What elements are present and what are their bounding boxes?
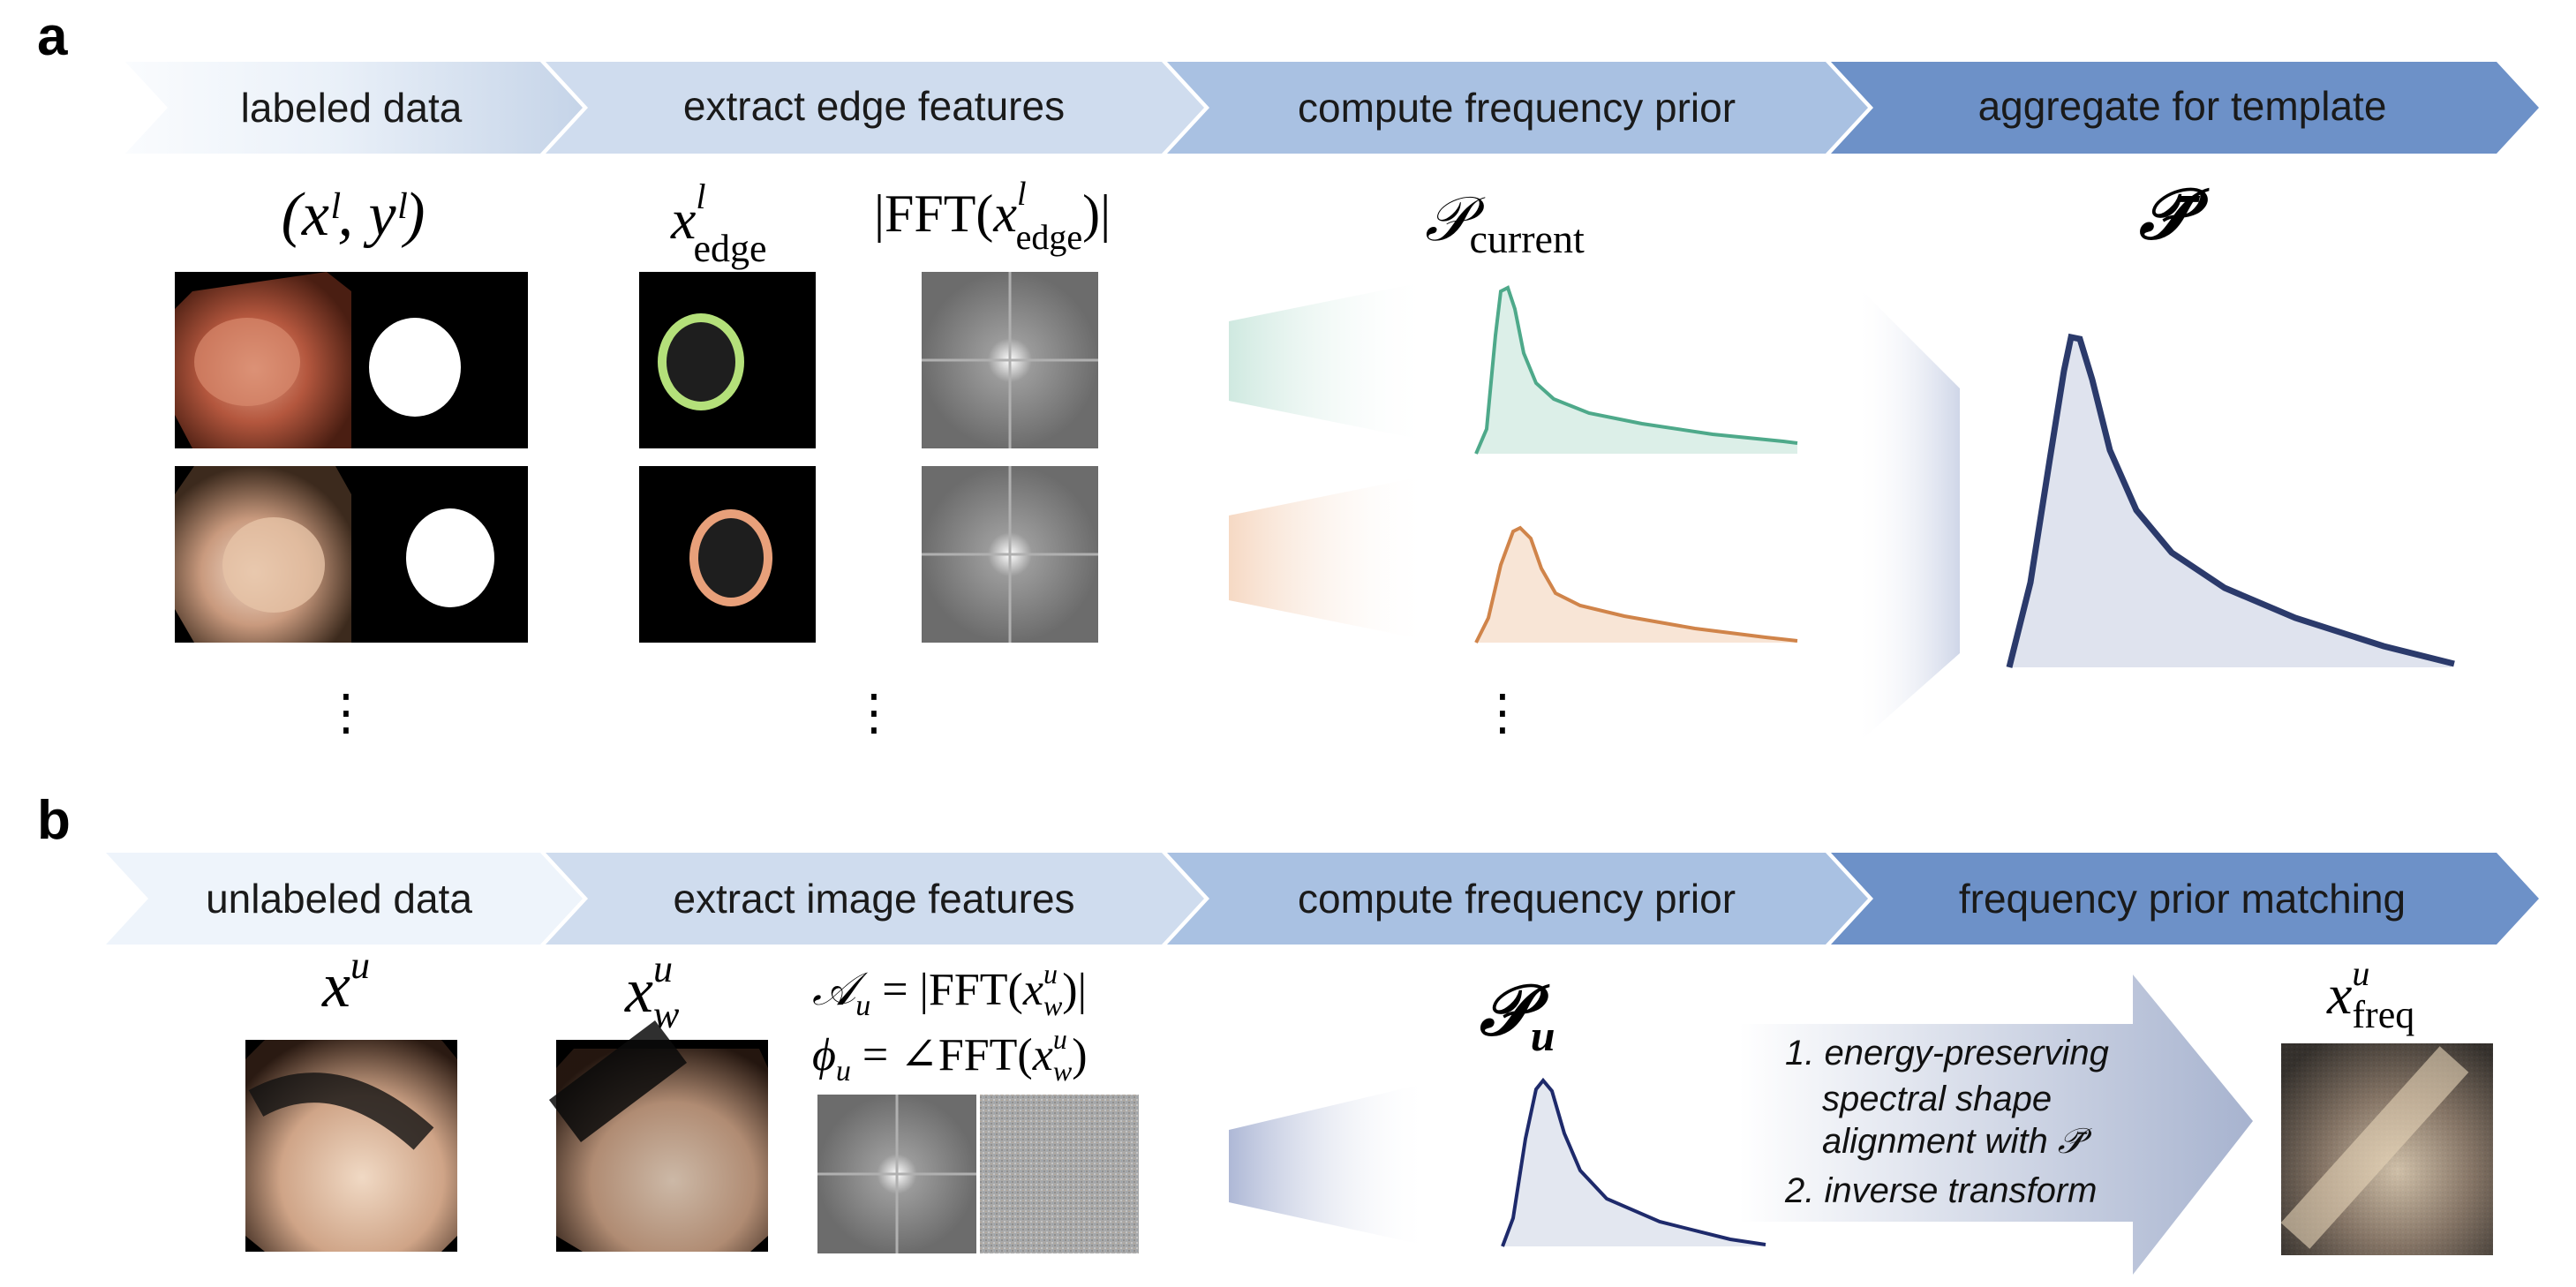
panel-b-step-band: unlabeled data extract image features co… — [106, 853, 2539, 945]
ellipsis-a-3: ⋮ — [1478, 684, 1527, 740]
beam-teal — [1229, 281, 1430, 441]
b-step-arrow-2 — [546, 853, 1204, 945]
step-label-compute-prior-a: compute frequency prior — [1298, 85, 1736, 131]
labeled-sample-2 — [175, 466, 528, 643]
current-prior-label: 𝒫current — [1425, 186, 1585, 261]
edge-feature-1 — [639, 272, 816, 448]
step-label-aggregate: aggregate for template — [1978, 83, 2387, 129]
step-arrow-3 — [1167, 62, 1868, 154]
mask-image-1 — [369, 318, 461, 417]
b-step-arrow-3 — [1167, 853, 1868, 945]
matching-arrow — [1739, 975, 2253, 1275]
matching-step-1: 1. energy-preserving — [1785, 1034, 2109, 1072]
matching-steps: 1. energy-preserving spectral shape alig… — [1784, 1034, 2109, 1210]
labeled-sample-1 — [175, 272, 528, 448]
prior-curve-teal — [1476, 288, 1797, 454]
frequency-matched-image — [2280, 1043, 2493, 1255]
beam-orange — [1229, 475, 1430, 641]
prior-curve-teal-line — [1474, 285, 1798, 455]
unlabeled-prior-curve — [1503, 1080, 1766, 1246]
unlabeled-prior-label: 𝒫u — [1480, 973, 1555, 1060]
prior-curve-orange-line — [1474, 525, 1798, 644]
panel-a-step-band: labeled data extract edge features compu… — [125, 62, 2539, 154]
unlabeled-prior-curve-line — [1501, 1077, 1766, 1247]
weak-augmented-image — [549, 1020, 768, 1252]
b-step-arrow-4 — [1831, 853, 2539, 945]
fft-spectrum-1 — [922, 272, 1098, 448]
aggregate-arrow — [1854, 282, 1960, 747]
ellipsis-a-1: ⋮ — [321, 684, 371, 740]
labeled-pair-label: (xˡ, yˡ) — [282, 181, 426, 249]
step-label-labeled-data: labeled data — [241, 85, 463, 131]
step-label-extract-image: extract image features — [673, 876, 1074, 922]
panel-a-letter: a — [37, 6, 68, 67]
b-step-arrow-1 — [106, 853, 583, 945]
unlabeled-x-label: xu — [321, 944, 370, 1020]
matching-step-2: 2. inverse transform — [1784, 1171, 2097, 1210]
step-label-matching: frequency prior matching — [1959, 876, 2406, 922]
unlabeled-image — [245, 1040, 457, 1252]
edge-feature-2 — [639, 466, 816, 643]
template-curve-line — [2006, 333, 2455, 668]
step-label-extract-edge: extract edge features — [683, 83, 1065, 129]
step-arrow-1 — [125, 62, 583, 154]
panel-b-letter: b — [37, 790, 71, 851]
matching-step-1c: alignment with 𝒫̄ — [1822, 1122, 2093, 1161]
mask-image-2 — [406, 508, 494, 607]
step-arrow-2 — [546, 62, 1204, 154]
amplitude-spectrum — [817, 1095, 976, 1253]
step-arrow-4 — [1831, 62, 2539, 154]
template-prior-label: 𝒫̄ — [2139, 177, 2210, 254]
template-curve — [2009, 337, 2454, 667]
ellipsis-a-2: ⋮ — [849, 684, 899, 740]
step-label-unlabeled: unlabeled data — [206, 876, 472, 922]
beam-navy — [1229, 1082, 1430, 1246]
phase-spectrum — [980, 1095, 1139, 1253]
matching-step-1b: spectral shape — [1822, 1080, 2052, 1118]
prior-curve-orange — [1476, 528, 1797, 643]
step-label-compute-prior-b: compute frequency prior — [1298, 876, 1736, 922]
fft-spectrum-2 — [922, 466, 1098, 643]
